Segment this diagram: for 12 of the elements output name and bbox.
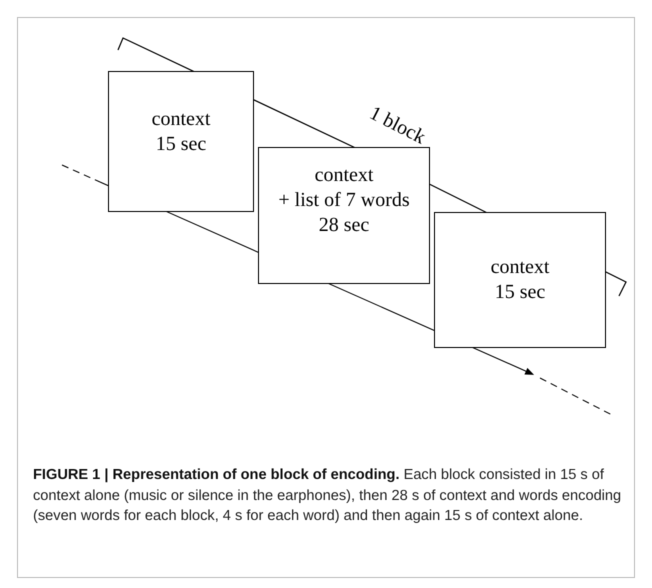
box-text: + list of 7 words (278, 188, 410, 213)
bracket-label: 1 block (366, 102, 429, 150)
box-text: 15 sec (156, 132, 206, 156)
process-box (258, 147, 430, 284)
figure-caption: FIGURE 1 | Representation of one block of encoding. Each block consisted in 15 s of context alone (music or silence in the earphones), then 28 s of context and words encoding (seven words for each block, 4 s for each word) and then again 15 s of context alone. (33, 466, 622, 526)
box-text: 15 sec (494, 280, 546, 305)
box-text: 28 sec (318, 213, 370, 238)
box-text: context (152, 106, 210, 132)
box-text: context (314, 163, 374, 188)
process-box (434, 212, 606, 348)
box-text: context (490, 255, 550, 280)
process-box (108, 71, 254, 212)
